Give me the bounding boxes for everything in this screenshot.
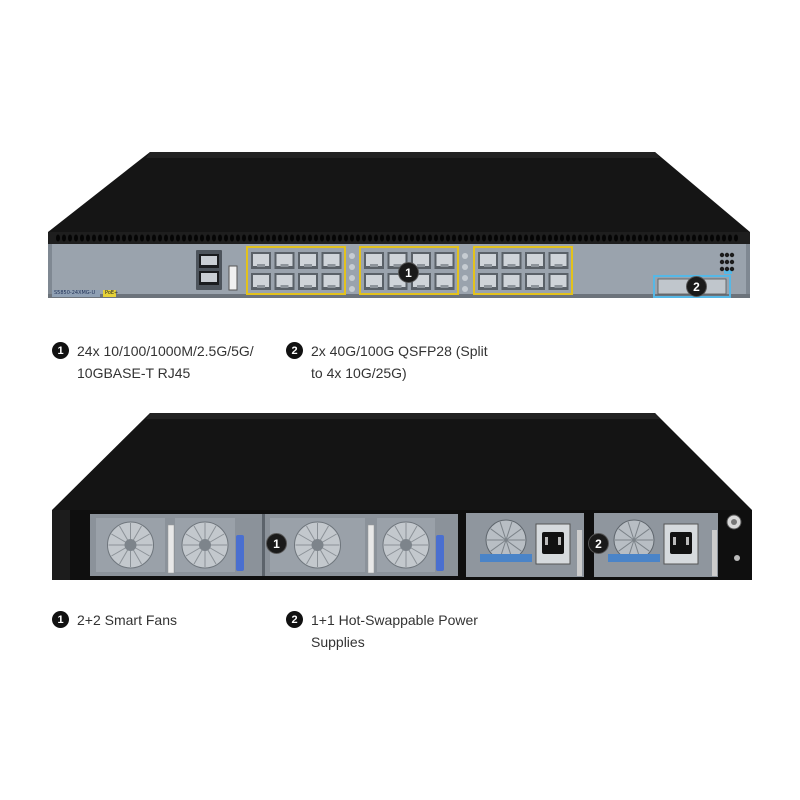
callout-line: 24x 10/100/1000M/2.5G/5G/ [77, 343, 254, 359]
usb-port [228, 265, 238, 291]
fan-latch [436, 535, 444, 571]
callout-number: 2 [286, 611, 303, 628]
callout-line: Supplies [311, 634, 365, 650]
port-group-highlight [359, 246, 459, 295]
psu-2 [594, 513, 718, 577]
callout-line: 1+1 Hot-Swappable Power [311, 612, 478, 628]
psu-label [480, 554, 532, 562]
callout-psu: 2 1+1 Hot-Swappable Power Supplies [286, 609, 478, 653]
callout-qsfp: 2 2x 40G/100G QSFP28 (Split to 4x 10G/25… [286, 340, 488, 384]
callout-number: 1 [52, 342, 69, 359]
vent-holes [56, 234, 738, 242]
callout-number: 1 [52, 611, 69, 628]
psu-marker: 2 [588, 533, 609, 554]
qsfp-marker: 2 [686, 276, 707, 297]
rear-chassis-top [52, 413, 752, 510]
callout-line: 2+2 Smart Fans [77, 612, 177, 628]
port-group-highlight [473, 246, 573, 295]
callout-rj45: 1 24x 10/100/1000M/2.5G/5G/ 10GBASE-T RJ… [52, 340, 254, 384]
callout-line: to 4x 10G/25G) [311, 365, 407, 381]
poe-label: PoE+ [105, 290, 119, 296]
callout-number: 2 [286, 342, 303, 359]
fan-latch [236, 535, 244, 571]
psu-label [608, 554, 660, 562]
front-chassis-top [48, 152, 750, 232]
fan-marker: 1 [266, 533, 287, 554]
rj45-marker: 1 [398, 262, 419, 283]
callout-line: 2x 40G/100G QSFP28 (Split [311, 343, 488, 359]
model-label: S5850-24XMG-U [54, 290, 96, 296]
port-group-highlight [246, 246, 346, 295]
callout-fans: 1 2+2 Smart Fans [52, 609, 177, 631]
callout-line: 10GBASE-T RJ45 [77, 365, 191, 381]
